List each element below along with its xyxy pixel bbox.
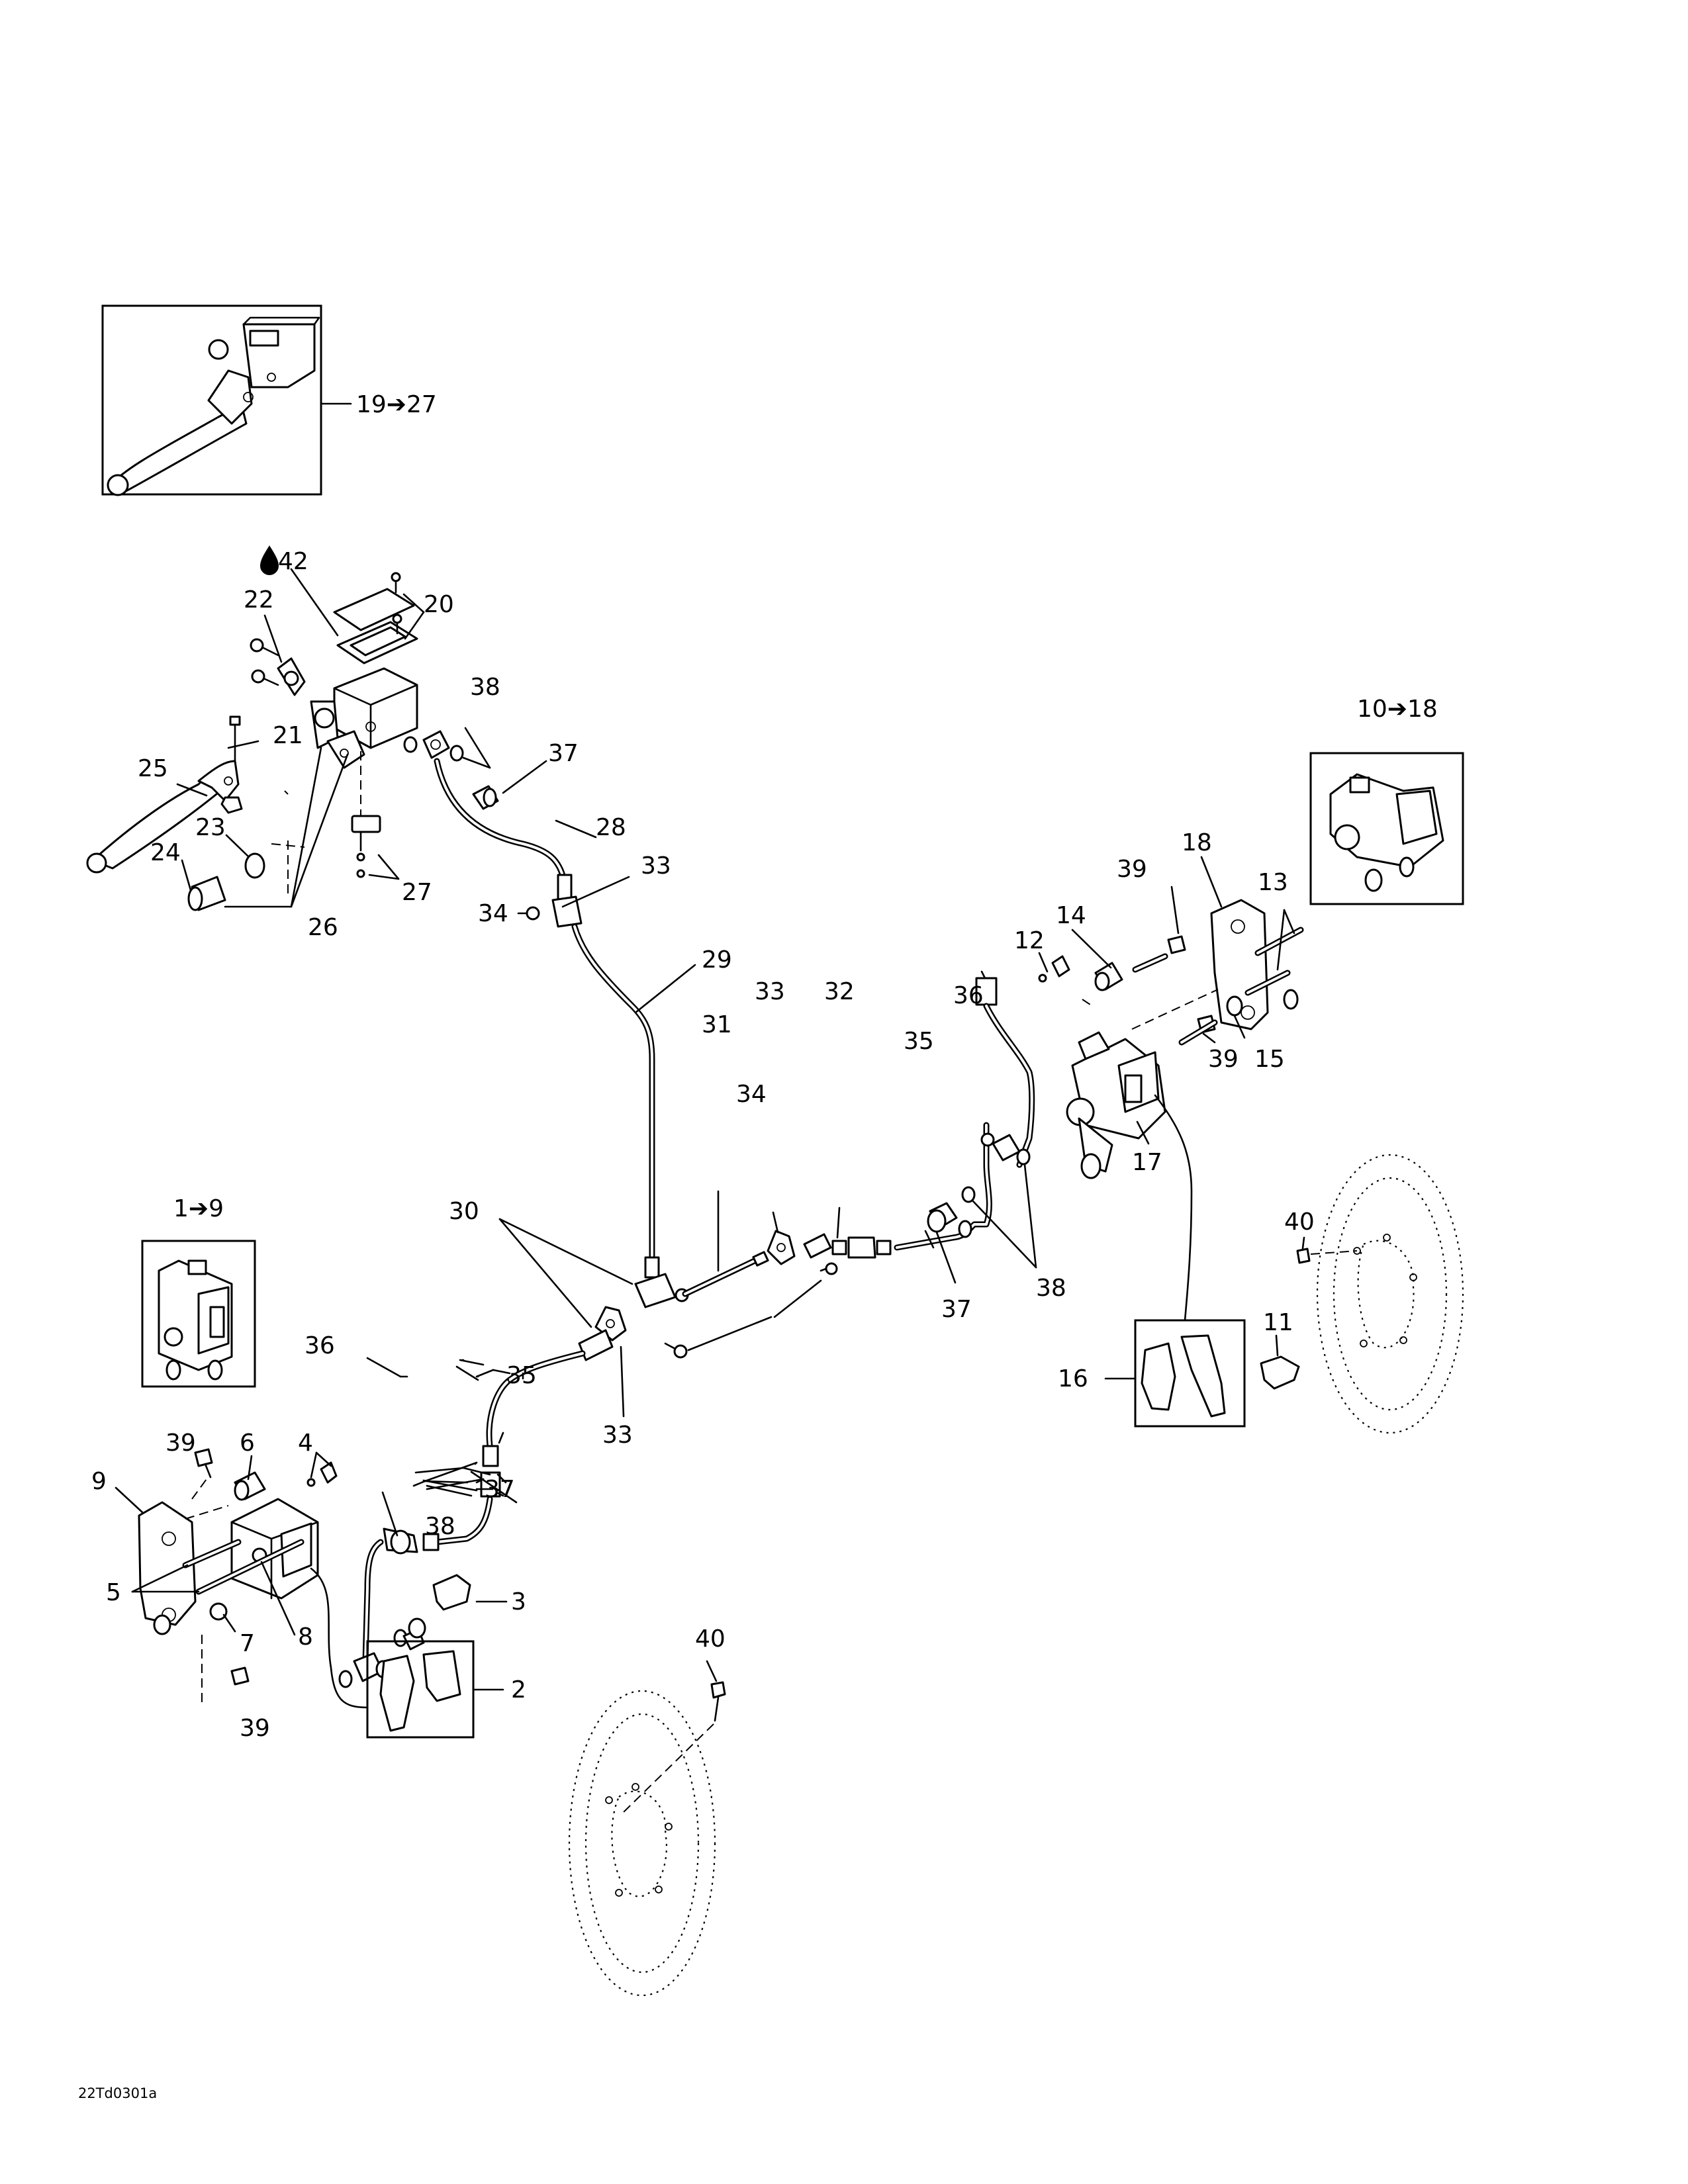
callout-18: 18 bbox=[1182, 829, 1212, 856]
callout-17: 17 bbox=[1132, 1149, 1162, 1176]
callout-3: 3 bbox=[511, 1588, 526, 1615]
callout-39c: 39 bbox=[1208, 1046, 1239, 1073]
master-cylinder bbox=[229, 572, 418, 769]
callout-34b: 34 bbox=[736, 1081, 767, 1108]
upper-banjo-fitting bbox=[403, 727, 547, 810]
fitting-32 bbox=[803, 1206, 892, 1259]
callout-42: 42 bbox=[278, 548, 308, 575]
brake-line-28-29 bbox=[434, 758, 696, 1279]
left-brake-pads bbox=[310, 1567, 504, 1739]
left-caliper-assembly bbox=[115, 1240, 338, 1707]
callout-39b: 39 bbox=[1117, 856, 1147, 883]
callout-21: 21 bbox=[273, 722, 303, 749]
callout-4: 4 bbox=[298, 1430, 313, 1457]
callout-36a: 36 bbox=[953, 982, 984, 1009]
oil-drop-icon bbox=[259, 545, 279, 575]
callout-24: 24 bbox=[150, 839, 181, 866]
callout-12: 12 bbox=[1014, 927, 1045, 954]
callout-27: 27 bbox=[402, 879, 432, 906]
left-shim bbox=[432, 1574, 508, 1611]
right-shim bbox=[1260, 1334, 1300, 1390]
callout-16: 16 bbox=[1058, 1365, 1088, 1392]
callout-33b: 33 bbox=[755, 978, 785, 1005]
callout-5: 5 bbox=[106, 1579, 121, 1606]
callout-7: 7 bbox=[240, 1630, 255, 1657]
leaders-master bbox=[176, 568, 425, 908]
callout-2: 2 bbox=[511, 1676, 526, 1704]
callout-32: 32 bbox=[824, 978, 855, 1005]
callout-37a: 37 bbox=[548, 740, 579, 767]
right-brake-pads bbox=[1104, 1094, 1246, 1428]
callout-20: 20 bbox=[424, 591, 454, 618]
callout-38b: 38 bbox=[1036, 1275, 1066, 1302]
callout-33c: 33 bbox=[602, 1422, 633, 1449]
callout-9: 9 bbox=[91, 1468, 107, 1495]
callout-40a: 40 bbox=[1284, 1208, 1315, 1236]
callout-29: 29 bbox=[702, 946, 732, 974]
right-brake-hose bbox=[894, 970, 1037, 1284]
callout-19: 19➔27 bbox=[356, 391, 437, 418]
callout-35a: 35 bbox=[904, 1028, 934, 1055]
callout-10: 10➔18 bbox=[1357, 696, 1438, 723]
right-caliper-assembly bbox=[1038, 752, 1464, 1179]
callout-22: 22 bbox=[244, 586, 274, 614]
callout-34a: 34 bbox=[478, 900, 508, 927]
callout-15: 15 bbox=[1254, 1046, 1285, 1073]
right-brake-disc bbox=[1296, 1154, 1464, 1434]
callout-38c: 38 bbox=[425, 1513, 455, 1540]
drawing-code: 22Td0301a bbox=[78, 2085, 157, 2101]
callout-23: 23 bbox=[195, 814, 226, 841]
callout-28: 28 bbox=[596, 814, 626, 841]
callout-26: 26 bbox=[308, 914, 338, 941]
callout-35b: 35 bbox=[506, 1362, 537, 1389]
callout-13: 13 bbox=[1258, 869, 1288, 896]
left-brake-disc bbox=[568, 1660, 726, 1997]
callout-6: 6 bbox=[240, 1430, 255, 1457]
callout-1: 1➔9 bbox=[173, 1195, 224, 1222]
callout-14: 14 bbox=[1056, 902, 1086, 929]
callout-39d: 39 bbox=[240, 1715, 270, 1742]
distribution-block bbox=[498, 1190, 838, 1418]
callout-labels: 42 20 22 38 21 37 25 23 28 24 33 27 34 2… bbox=[91, 548, 1438, 1742]
callout-30: 30 bbox=[449, 1198, 479, 1225]
callout-33a: 33 bbox=[641, 852, 671, 880]
callout-38a: 38 bbox=[470, 674, 500, 701]
left-brake-hose bbox=[338, 1329, 614, 1688]
inset-master-cylinder bbox=[101, 304, 352, 496]
callout-39a: 39 bbox=[165, 1430, 196, 1457]
brake-lever bbox=[86, 760, 243, 874]
callout-40b: 40 bbox=[695, 1625, 726, 1653]
boot-and-oring bbox=[187, 852, 265, 911]
callout-31: 31 bbox=[702, 1011, 732, 1038]
callout-36b: 36 bbox=[305, 1332, 335, 1359]
callout-11: 11 bbox=[1263, 1309, 1293, 1336]
brake-light-switch bbox=[351, 751, 381, 878]
callout-8: 8 bbox=[298, 1623, 313, 1651]
callout-37b: 37 bbox=[941, 1296, 972, 1323]
callout-25: 25 bbox=[138, 755, 168, 782]
callout-37c: 37 bbox=[485, 1476, 515, 1503]
